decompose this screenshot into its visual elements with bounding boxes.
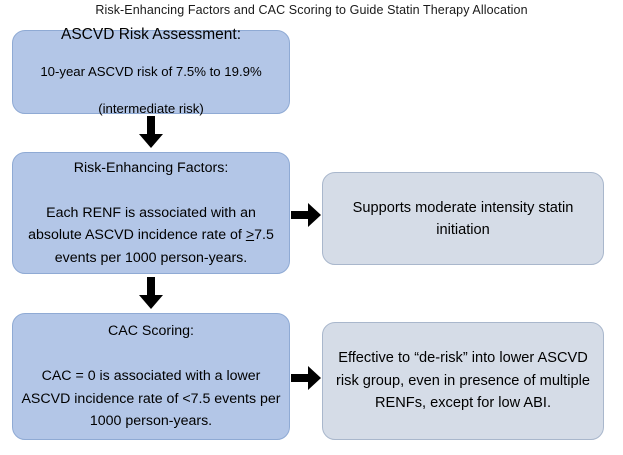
down-arrow-icon-ascvd-to-renf: [138, 116, 164, 149]
node-derisk-body: Effective to “de-risk” into lower ASCVD …: [336, 350, 590, 412]
node-ascvd-line2: 10-year ASCVD risk of 7.5% to 19.9%: [40, 63, 262, 79]
node-cac-body: CAC = 0 is associated with a lower ASCVD…: [21, 368, 281, 430]
node-ascvd-line3: (intermediate risk): [98, 100, 204, 116]
node-renf-body-before: Each RENF is associated with an absolute…: [28, 204, 256, 244]
figure-title: Risk-Enhancing Factors and CAC Scoring t…: [95, 3, 528, 17]
node-renf-body-after: 7.5 events per 1000 person-years.: [54, 227, 274, 266]
right-arrow-icon-cac-to-derisk: [291, 366, 322, 391]
node-statin-initiation: Supports moderate intensity statin initi…: [322, 172, 604, 265]
node-renf-heading: Risk-Enhancing Factors:: [73, 159, 229, 176]
node-cac-scoring: CAC Scoring: CAC = 0 is associated with …: [12, 313, 290, 440]
right-arrow-icon-renf-to-statin: [291, 203, 322, 228]
node-statin-body: Supports moderate intensity statin initi…: [352, 199, 574, 238]
down-arrow-icon-renf-to-cac: [138, 277, 164, 310]
node-cac-heading: CAC Scoring:: [108, 323, 194, 340]
node-derisk: Effective to “de-risk” into lower ASCVD …: [322, 322, 604, 440]
node-ascvd-risk-assessment: ASCVD Risk Assessment: 10-year ASCVD ris…: [12, 26, 290, 116]
greater-than-or-equal-symbol: >: [245, 227, 255, 244]
node-ascvd-heading: ASCVD Risk Assessment:: [60, 25, 242, 43]
node-renf-body: Each RENF is associated with an absolute…: [20, 202, 282, 270]
node-risk-enhancing-factors: Risk-Enhancing Factors: Each RENF is ass…: [12, 152, 290, 274]
flowchart-canvas: Risk-Enhancing Factors and CAC Scoring t…: [12, 3, 604, 440]
